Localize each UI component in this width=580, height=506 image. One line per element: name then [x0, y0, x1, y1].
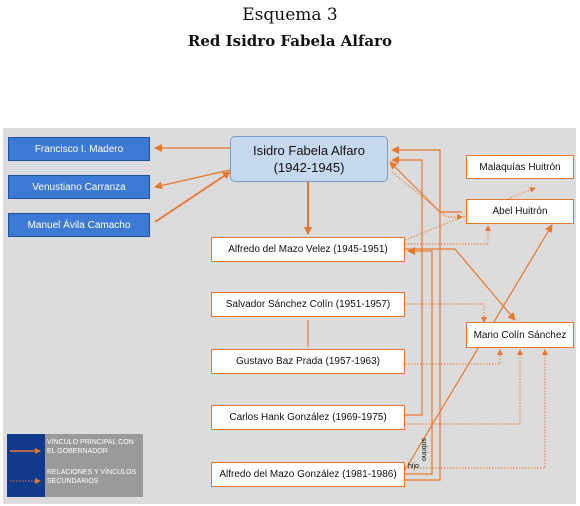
- legend-primary-label: VÍNCULO PRINCIPAL CON EL GOBERNADOR: [47, 439, 134, 455]
- legend-primary: VÍNCULO PRINCIPAL CON EL GOBERNADOR: [7, 434, 143, 467]
- node-carranza: Venustiano Carranza: [8, 175, 150, 199]
- edge-abel-isidro: [389, 161, 462, 213]
- node-hank-gonzalez: Carlos Hank González (1969-1975): [211, 405, 405, 430]
- edge-label-sobrino: sobrino: [420, 438, 427, 461]
- node-sanchez-colin: Salvador Sánchez Colín (1951-1957): [211, 292, 405, 317]
- edge-mazo-velez-abel: [405, 225, 491, 245]
- edge-isidro-carranza: [154, 169, 231, 190]
- legend-secondary-label: RELACIONES Y VÍNCULOS SECUNDARIOS: [47, 469, 137, 485]
- node-avila: Manuel Ávila Camacho: [8, 213, 150, 237]
- node-mario-colin: Mario Colín Sánchez: [466, 322, 574, 348]
- edge-mazo-gonzalez-hijo: [405, 247, 433, 475]
- edge-isidro-abel-dotted: [391, 171, 463, 220]
- edge-hank-sobrino: [391, 156, 423, 416]
- legend-primary-swatch: [7, 434, 45, 467]
- edge-label-hijo: hijo: [408, 463, 419, 470]
- edge-baz-mario: [405, 349, 503, 365]
- edge-hank-mario: [405, 349, 523, 425]
- edge-avila-isidro: [154, 171, 231, 223]
- node-isidro-name: Isidro Fabela Alfaro: [252, 143, 365, 158]
- legend-secondary-swatch: [7, 464, 45, 497]
- diagram-title: Red Isidro Fabela Alfaro: [187, 32, 393, 50]
- diagram-label: Esquema 3: [242, 5, 338, 25]
- node-abel-huitron: Abel Huitrón: [466, 199, 574, 224]
- edge-mazo-gonzalez-isidro: [391, 146, 441, 481]
- node-mazo-velez: Alfredo del Mazo Velez (1945-1951): [211, 237, 405, 262]
- node-madero: Francisco I. Madero: [8, 137, 150, 161]
- node-malaquias-huitron: Malaquías Huitrón: [466, 155, 574, 179]
- legend-secondary: RELACIONES Y VÍNCULOS SECUNDARIOS: [7, 464, 143, 497]
- node-baz-prada: Gustavo Baz Prada (1957-1963): [211, 349, 405, 374]
- node-isidro-fabela: Isidro Fabela Alfaro (1942-1945): [230, 136, 388, 182]
- edge-sanchez-mario: [405, 303, 487, 323]
- node-mazo-gonzalez: Alfredo del Mazo González (1981-1986): [211, 462, 405, 487]
- node-isidro-years: (1942-1945): [273, 160, 345, 175]
